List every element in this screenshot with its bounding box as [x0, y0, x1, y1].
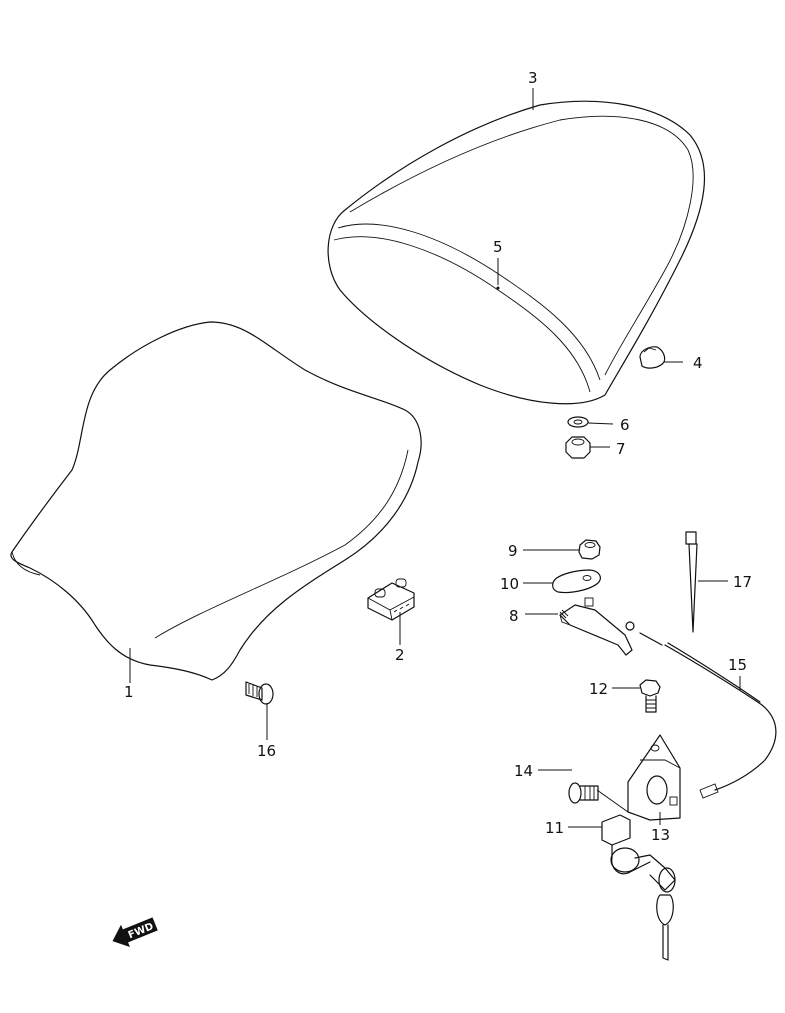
fwd-badge: FWD [112, 917, 158, 948]
callout-17: 17 [733, 573, 752, 591]
callout-10: 10 [500, 575, 519, 593]
callout-8: 8 [509, 607, 519, 625]
callout-1: 1 [124, 683, 134, 701]
callout-labels: 1 2 3 4 5 6 7 8 9 10 11 12 13 14 15 16 1… [124, 69, 752, 844]
leader-lines [129, 88, 741, 828]
screw-16 [245, 681, 274, 705]
release-cable [625, 621, 777, 799]
bolt-12 [639, 679, 661, 713]
front-seat [10, 321, 422, 681]
callout-2: 2 [395, 646, 405, 664]
hook-bracket [559, 597, 633, 656]
rear-seat-cowl [327, 100, 706, 405]
callout-4: 4 [693, 354, 703, 372]
callout-16: 16 [257, 742, 276, 760]
washer [567, 416, 589, 428]
lock-bracket [627, 734, 681, 821]
callout-13: 13 [651, 826, 670, 844]
callout-11: 11 [545, 819, 564, 837]
nut-small [578, 539, 601, 560]
nut [565, 436, 591, 459]
rubber-cushion [639, 346, 666, 369]
callout-3: 3 [528, 69, 538, 87]
callout-9: 9 [508, 542, 518, 560]
cable-tie [685, 531, 698, 633]
callout-7: 7 [616, 440, 626, 458]
callout-6: 6 [620, 416, 630, 434]
callout-12: 12 [589, 680, 608, 698]
callout-14: 14 [514, 762, 533, 780]
lock-plate [552, 569, 601, 594]
callout-15: 15 [728, 656, 747, 674]
seat-bumper-block [367, 578, 415, 621]
screw-14 [568, 782, 599, 804]
seat-lock [601, 814, 676, 961]
forward-arrow-icon [112, 917, 158, 948]
callout-5: 5 [493, 238, 503, 256]
